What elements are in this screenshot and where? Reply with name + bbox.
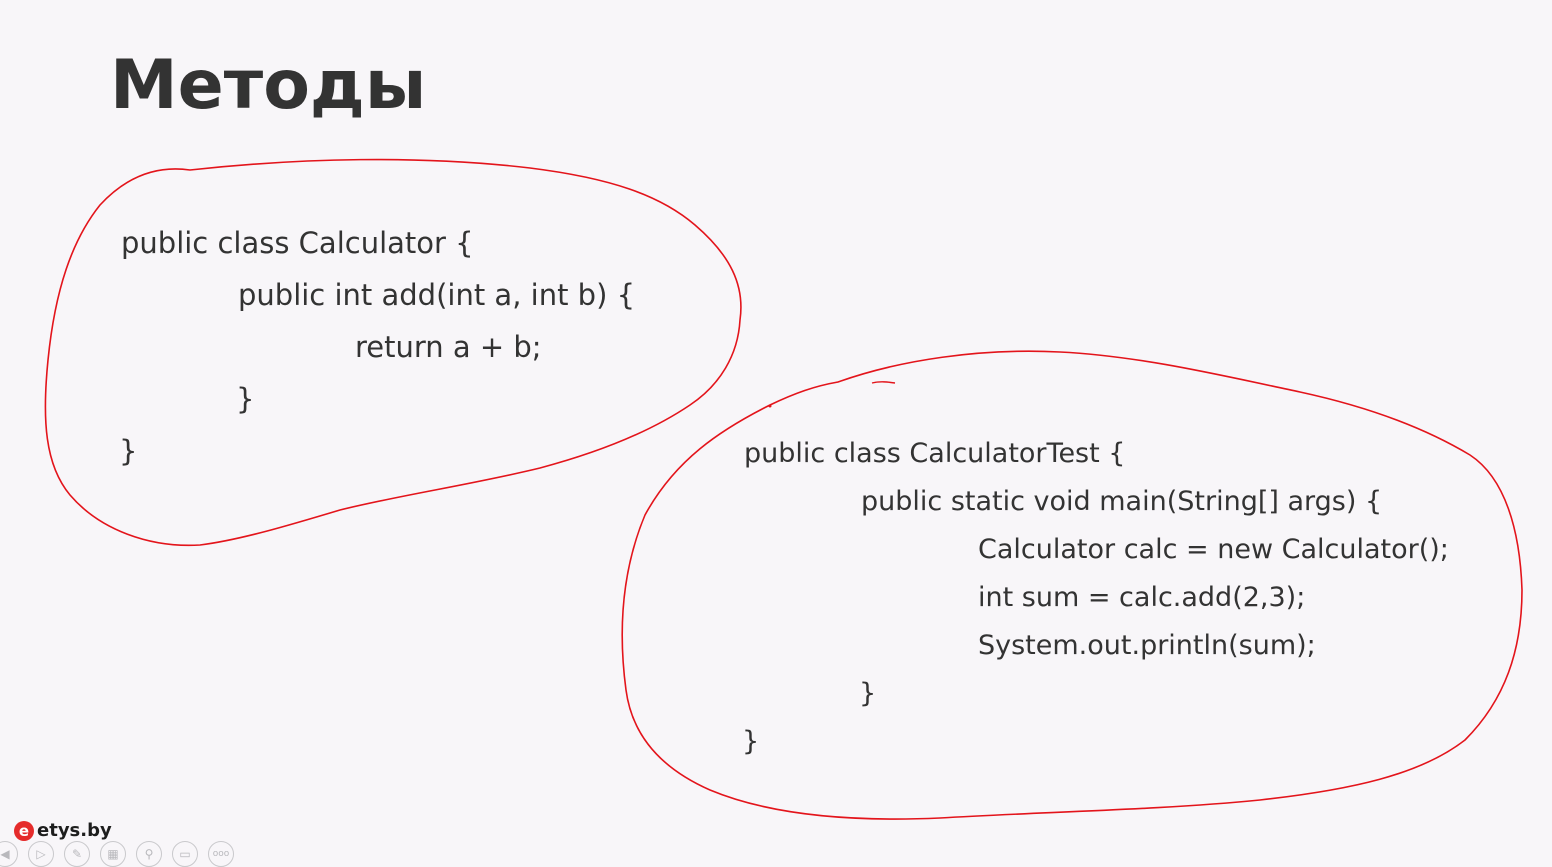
code-line: } bbox=[859, 678, 877, 709]
pen-icon[interactable]: ✎ bbox=[64, 841, 90, 867]
code-line: Calculator calc = new Calculator(); bbox=[978, 534, 1449, 565]
code-line: public static void main(String[] args) { bbox=[861, 486, 1383, 517]
slide-title: Методы bbox=[110, 46, 427, 125]
ink-stroke bbox=[871, 381, 896, 384]
code-line: System.out.println(sum); bbox=[978, 630, 1316, 661]
zoom-icon[interactable]: ⚲ bbox=[136, 841, 162, 867]
prev-icon[interactable]: ◀ bbox=[0, 841, 18, 867]
code-line: int sum = calc.add(2,3); bbox=[978, 582, 1306, 613]
code-line: } bbox=[236, 382, 255, 416]
brand-logo: e etys.by bbox=[14, 820, 112, 841]
next-icon[interactable]: ▷ bbox=[28, 841, 54, 867]
logo-mark-icon: e bbox=[14, 820, 34, 841]
ink-dot bbox=[768, 404, 772, 408]
logo-text: etys.by bbox=[37, 820, 112, 841]
more-icon[interactable]: ooo bbox=[208, 841, 234, 867]
code-line: public class Calculator { bbox=[121, 226, 474, 260]
code-line: public int add(int a, int b) { bbox=[238, 278, 636, 312]
code-line: public class CalculatorTest { bbox=[744, 438, 1126, 469]
slides-icon[interactable]: ▦ bbox=[100, 841, 126, 867]
code-line: } bbox=[119, 434, 138, 468]
subtitles-icon[interactable]: ▭ bbox=[172, 841, 198, 867]
presentation-toolbar: ◀ ▷ ✎ ▦ ⚲ ▭ ooo bbox=[0, 841, 234, 867]
code-line: } bbox=[742, 726, 760, 757]
code-line: return a + b; bbox=[355, 330, 542, 364]
